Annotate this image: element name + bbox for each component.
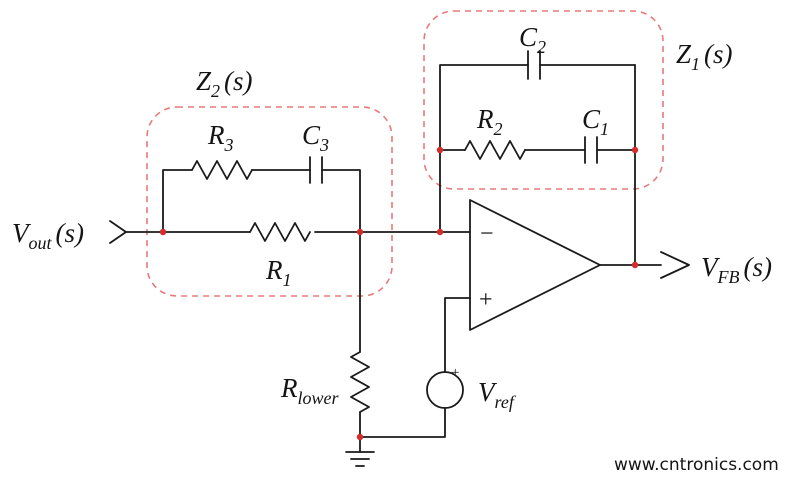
c2-capacitor bbox=[527, 50, 541, 80]
junction-dot bbox=[159, 228, 167, 236]
junction-dot bbox=[356, 228, 364, 236]
junction-dot bbox=[631, 261, 639, 269]
r2-resistor bbox=[464, 140, 526, 160]
wires bbox=[109, 50, 690, 467]
label-r1: R1 bbox=[265, 255, 292, 290]
label-z1: Z1(s) bbox=[676, 39, 733, 74]
c1-capacitor bbox=[584, 136, 598, 164]
c3-capacitor bbox=[309, 156, 323, 184]
label-r2: R2 bbox=[476, 104, 503, 139]
c2-branch-wire bbox=[439, 64, 636, 233]
vref-bottom-wire bbox=[359, 407, 446, 438]
junction-dot bbox=[356, 433, 364, 441]
label-z2: Z2(s) bbox=[196, 66, 253, 101]
output-arrow-icon bbox=[660, 251, 690, 279]
junction-dot bbox=[631, 146, 639, 154]
opamp-plus-sign: + bbox=[479, 287, 493, 313]
label-vout: Vout(s) bbox=[12, 218, 84, 253]
label-c2: C2 bbox=[519, 22, 546, 57]
label-r3: R3 bbox=[207, 120, 234, 155]
upper-branch-wire bbox=[162, 169, 361, 233]
label-vfb: VFB(s) bbox=[701, 252, 772, 287]
input-arrow-icon bbox=[109, 220, 127, 244]
opamp-minus-sign: − bbox=[480, 221, 494, 247]
ground-icon bbox=[345, 451, 375, 467]
label-rlower: Rlower bbox=[280, 373, 339, 408]
junction-dots bbox=[159, 146, 639, 441]
junction-dot bbox=[436, 146, 444, 154]
z1-dashed-box bbox=[423, 10, 664, 190]
vref-polarity-plus: + bbox=[451, 365, 459, 381]
r1-resistor bbox=[249, 222, 311, 242]
label-c3: C3 bbox=[302, 120, 329, 155]
watermark-text: www.cntronics.com bbox=[614, 455, 779, 475]
opamp-triangle bbox=[469, 199, 601, 331]
rlower-resistor bbox=[350, 351, 370, 413]
label-c1: C1 bbox=[582, 104, 609, 139]
label-vref: Vref bbox=[478, 377, 517, 412]
plus-input-wire bbox=[444, 297, 471, 373]
r3-resistor bbox=[191, 160, 253, 180]
network-boxes bbox=[146, 10, 664, 297]
z2-dashed-box bbox=[146, 106, 393, 297]
junction-dot bbox=[436, 228, 444, 236]
